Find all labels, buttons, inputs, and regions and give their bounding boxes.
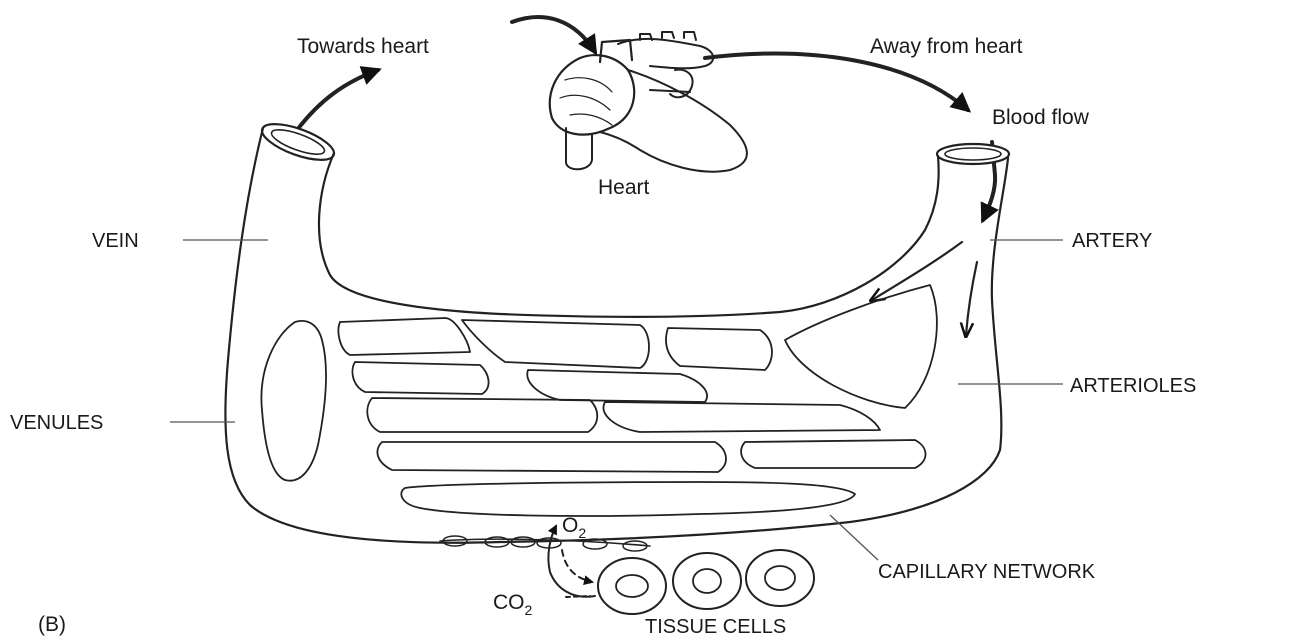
label-venules: VENULES: [10, 412, 103, 434]
label-heart: Heart: [598, 176, 650, 199]
label-vein: VEIN: [92, 230, 139, 252]
heart-drawing: [550, 32, 747, 172]
label-artery: ARTERY: [1072, 230, 1152, 252]
label-away-from-heart: Away from heart: [870, 35, 1023, 58]
label-tissue-cells: TISSUE CELLS: [645, 616, 786, 638]
label-towards-heart: Towards heart: [297, 35, 429, 58]
label-arterioles: ARTERIOLES: [1070, 375, 1196, 397]
label-panel-b: (B): [38, 613, 66, 636]
label-blood-flow: Blood flow: [992, 106, 1090, 129]
label-capillary-network: CAPILLARY NETWORK: [878, 561, 1096, 583]
capillary-network-drawing: [261, 285, 936, 516]
label-o2: O2: [562, 514, 586, 541]
label-co2: CO2: [493, 591, 533, 618]
